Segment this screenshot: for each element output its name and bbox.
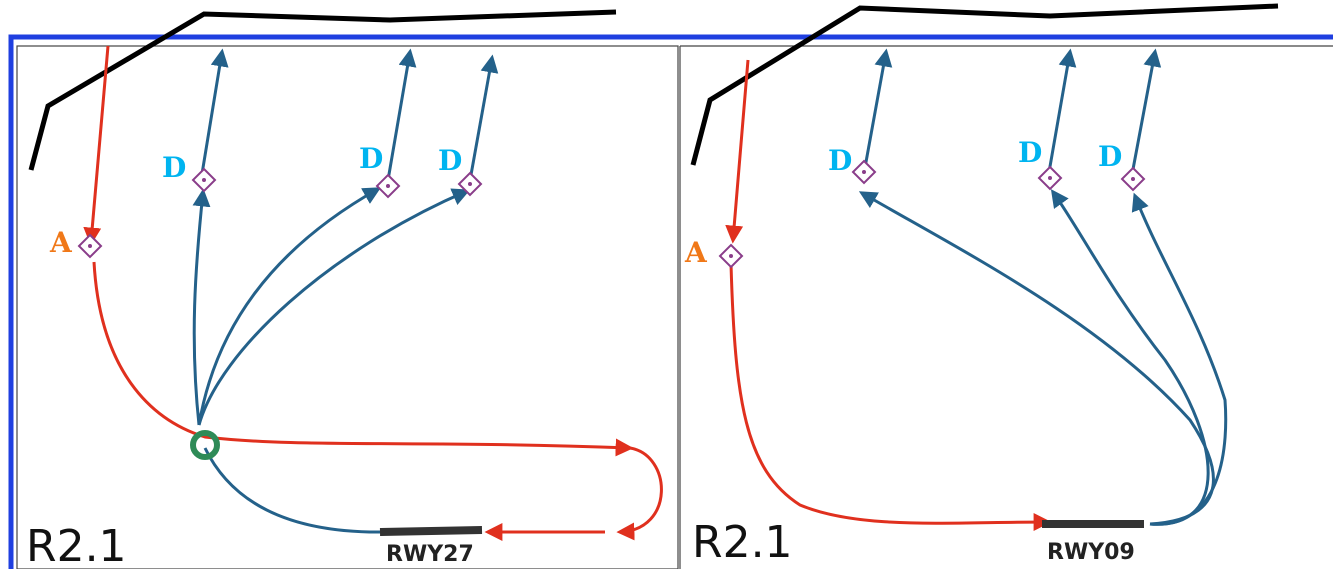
right-departure-marker-2: D <box>1018 136 1042 169</box>
left-arrival-marker: A <box>49 226 73 259</box>
left-departure-route-1 <box>192 188 211 426</box>
right-panel-title: R2.1 <box>692 517 793 568</box>
right-departure-exit-1 <box>862 48 893 174</box>
right-departure-marker-1: D <box>828 144 852 177</box>
left-panel: A D D D R2.1 RWY27 <box>26 9 663 569</box>
diamond-fix-icon <box>851 159 877 185</box>
left-departure-route-2 <box>197 187 382 426</box>
left-departure-exit-2 <box>385 48 417 187</box>
left-arrival-inbound <box>83 45 110 246</box>
diamond-fix-icon <box>77 233 103 259</box>
right-departure-marker-3: D <box>1098 140 1122 173</box>
outer-frame <box>8 34 1333 569</box>
ring-merge-icon <box>190 430 220 460</box>
right-panel: A D D D R2.1 RWY09 <box>684 3 1279 568</box>
diamond-fix-icon <box>375 173 401 199</box>
left-boundary-line <box>28 9 617 171</box>
left-departure-route-4 <box>203 447 386 534</box>
diamond-fix-icon <box>718 243 744 269</box>
right-arrival-inbound <box>725 59 750 244</box>
right-boundary-line <box>690 3 1279 166</box>
right-runway-label: RWY09 <box>1047 540 1135 565</box>
left-departure-exit-1 <box>199 48 229 181</box>
diamond-fix-icon <box>1120 166 1146 192</box>
right-departure-exit-3 <box>1129 48 1162 181</box>
left-departure-route-3 <box>197 188 471 426</box>
right-arrival-marker: A <box>684 236 708 269</box>
right-departure-route-2 <box>1050 189 1210 526</box>
diamond-fix-icon <box>191 167 217 193</box>
right-departure-route-1 <box>858 191 1215 526</box>
left-departure-marker-2: D <box>359 142 383 175</box>
left-panel-title: R2.1 <box>26 521 127 569</box>
left-arrival-loop <box>616 446 663 541</box>
left-arrival-route <box>92 261 634 457</box>
left-runway-label: RWY27 <box>386 542 474 567</box>
diamond-fix-icon <box>1037 165 1063 191</box>
left-panel-border <box>16 45 679 569</box>
right-departure-route-3 <box>1131 192 1228 526</box>
left-departure-exit-3 <box>467 54 499 187</box>
right-arrival-route <box>729 263 1052 532</box>
left-departure-marker-3: D <box>438 144 462 177</box>
diamond-fix-icon <box>457 171 483 197</box>
right-departure-exit-2 <box>1046 48 1077 179</box>
left-departure-marker-1: D <box>162 151 186 184</box>
left-runway <box>379 526 483 536</box>
